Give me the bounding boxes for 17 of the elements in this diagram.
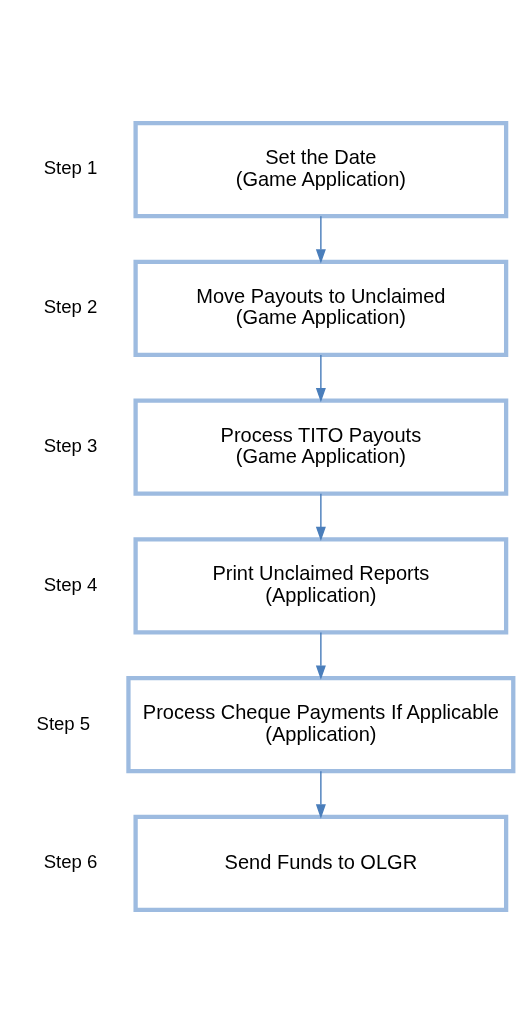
- node-box: Process TITO Payouts (Game Application): [132, 397, 508, 496]
- node-box: Set the Date (Game Application): [132, 120, 508, 218]
- node-label: Step 4: [43, 573, 97, 595]
- node-box: Move Payouts to Unclaimed (Game Application): [132, 259, 508, 357]
- arrow: [315, 770, 326, 819]
- node-box: Print Unclaimed Reports (Application): [132, 536, 508, 635]
- node-box: Send Funds to OLGR: [132, 814, 508, 912]
- node-label: Step 6: [43, 850, 97, 872]
- node-label: Step 5: [36, 712, 90, 734]
- node-label: Step 3: [43, 434, 97, 456]
- arrow: [315, 492, 326, 541]
- arrow: [315, 215, 326, 264]
- node-label: Step 1: [43, 156, 97, 178]
- arrow: [315, 631, 326, 680]
- node-box: Process Cheque Payments If Applicable (Application): [125, 675, 515, 773]
- node-label: Step 2: [43, 295, 97, 317]
- arrow: [315, 353, 326, 402]
